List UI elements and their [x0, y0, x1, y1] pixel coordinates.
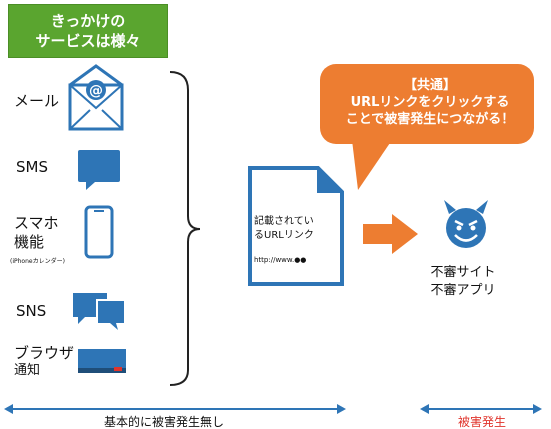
- result-labels: 不審サイト 不審アプリ: [404, 264, 522, 300]
- result-line1: 不審サイト: [430, 265, 496, 280]
- smartphone-icon: [84, 205, 114, 259]
- source-label-browser-2: 通知: [14, 363, 41, 378]
- callout-bubble: [320, 64, 534, 190]
- source-label-smartphone-2: 機能: [14, 233, 45, 251]
- callout-text: 【共通】 URLリンクをクリックする ことで被害発生につながる！: [330, 77, 530, 128]
- header-box: きっかけの サービスは様々: [8, 4, 168, 58]
- document-text: 記載されてい るURLリンク: [254, 215, 338, 243]
- source-label-sms: SMS: [16, 158, 48, 176]
- bottom-label-damage: 被害発生: [458, 415, 507, 429]
- svg-text:@: @: [89, 83, 103, 99]
- orange-arrow: [363, 214, 418, 254]
- document-line2: るURLリンク: [254, 230, 314, 241]
- source-label-browser: ブラウザ: [14, 344, 75, 362]
- header-line2: サービスは様々: [35, 32, 141, 50]
- source-label-smartphone: スマホ: [14, 214, 59, 232]
- right-range-arrow: [420, 404, 542, 414]
- devil-icon: [444, 200, 488, 248]
- mail-icon: @: [68, 64, 124, 131]
- document-icon: [248, 166, 344, 286]
- browser-icon: [78, 349, 126, 373]
- callout-line1: URLリンクをクリックする: [350, 95, 510, 110]
- source-label-mail: メール: [14, 92, 60, 110]
- grouping-brace: [169, 71, 201, 386]
- header-line1: きっかけの: [50, 12, 126, 30]
- callout-title: 【共通】: [403, 78, 456, 93]
- document-url: http://www.●●: [254, 256, 307, 264]
- result-line2: 不審アプリ: [430, 283, 496, 298]
- source-label-sns: SNS: [16, 302, 47, 320]
- bottom-label-no-damage: 基本的に被害発生無し: [104, 415, 225, 429]
- sns-icon: [73, 293, 126, 330]
- callout-line2: ことで被害発生につながる！: [345, 112, 515, 127]
- sms-icon: [78, 150, 120, 190]
- source-sublabel-smartphone: (iPhoneカレンダー): [10, 258, 65, 265]
- document-line1: 記載されてい: [254, 216, 314, 227]
- left-range-arrow: [4, 404, 346, 414]
